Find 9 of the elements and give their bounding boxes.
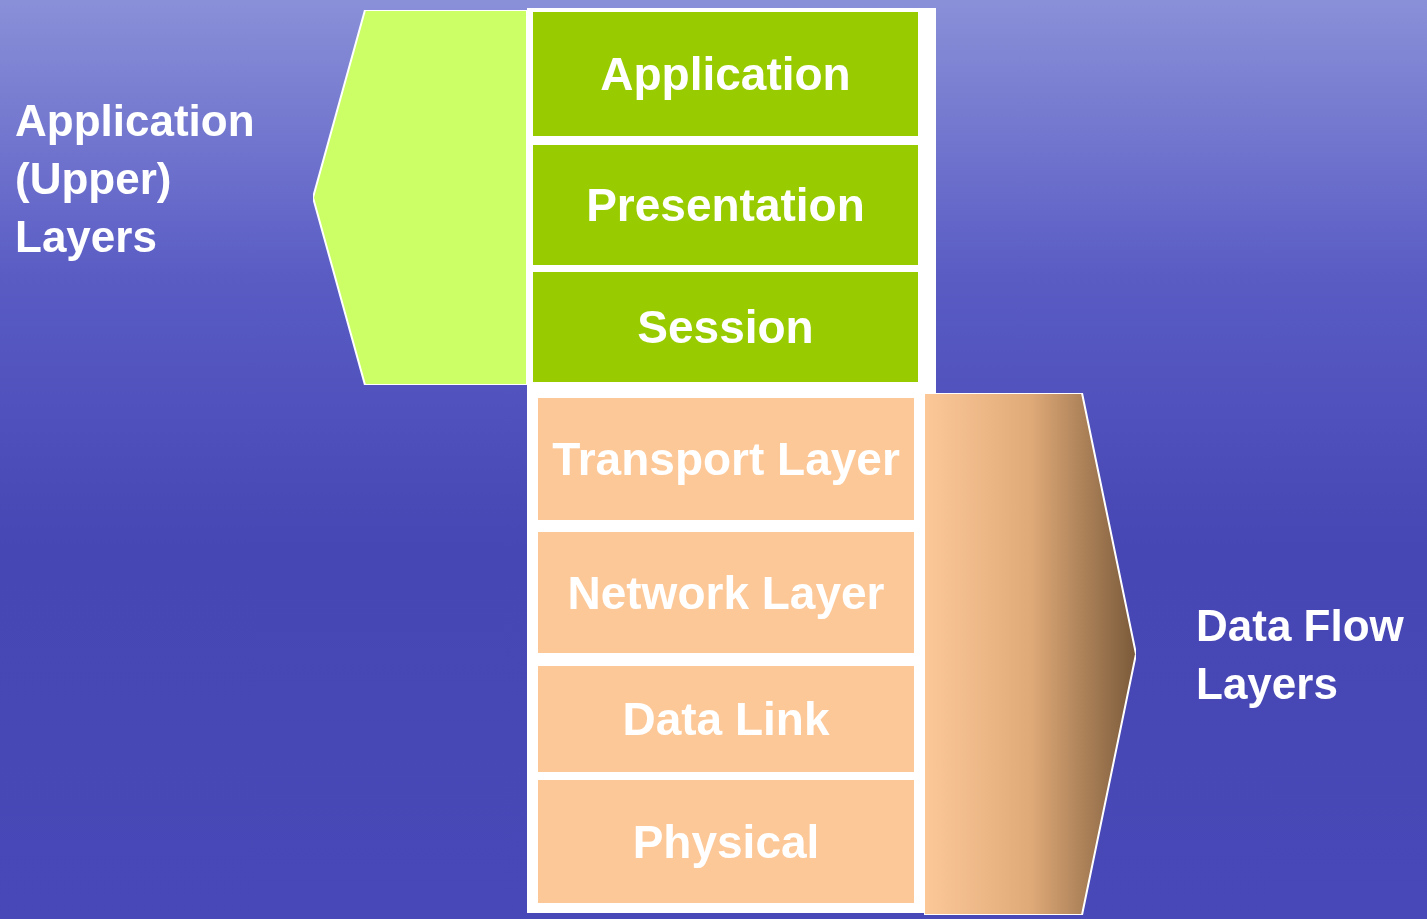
layer-box: Presentation: [533, 145, 918, 265]
layer-box: Data Link: [538, 666, 914, 772]
layer-box: Physical: [538, 780, 914, 903]
layer-box: Session: [533, 272, 918, 382]
group-label: Application (Upper) Layers: [15, 95, 256, 263]
layer-box: Application: [533, 12, 918, 136]
group-label: Data Flow Layers: [1196, 600, 1405, 710]
layer-box: Network Layer: [538, 532, 914, 653]
layer-box: Transport Layer: [538, 398, 914, 520]
